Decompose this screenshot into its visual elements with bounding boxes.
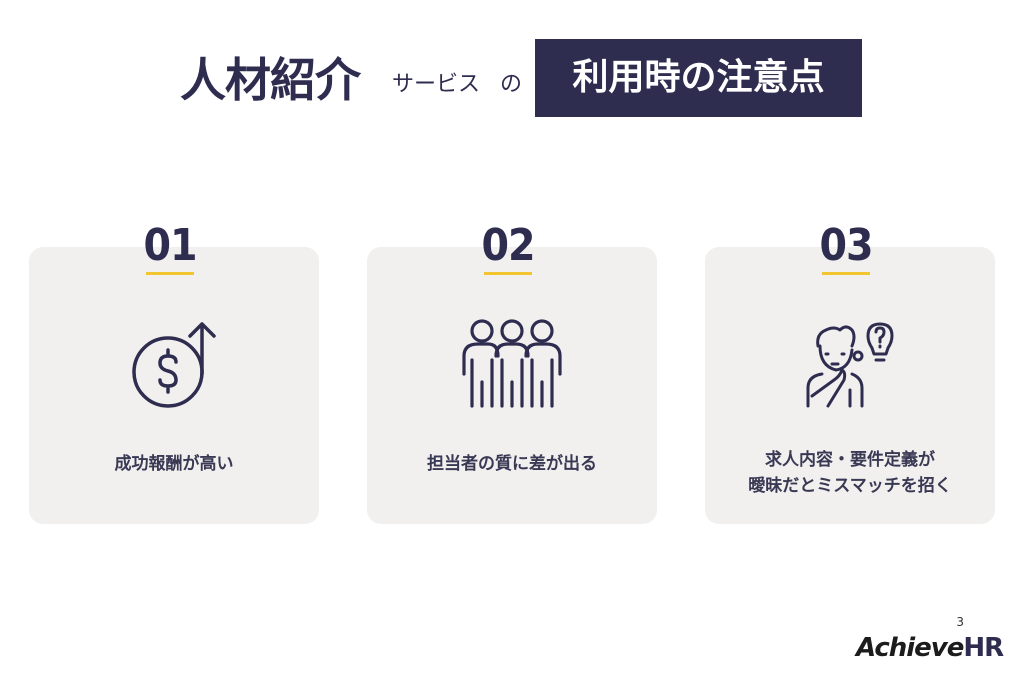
title-particle: の xyxy=(500,72,523,97)
card-2-underline xyxy=(484,272,532,275)
card-1-label: 成功報酬が高い xyxy=(29,451,319,477)
achievehr-logo: AchieveHR xyxy=(856,633,1004,663)
card-2-label: 担当者の質に差が出る xyxy=(367,451,657,477)
page-number: 3 xyxy=(956,615,964,629)
card-3-label-line-2: 曖昧だとミスマッチを招く xyxy=(748,476,952,496)
title-highlight-box: 利用時の注意点 xyxy=(535,39,862,117)
logo-main: Achieve xyxy=(856,633,964,663)
card-3-label-line-1: 求人内容・要件定義が xyxy=(765,450,935,470)
card-3 xyxy=(705,247,995,524)
logo-hr: HR xyxy=(963,633,1004,663)
card-2-number: 02 xyxy=(481,220,535,271)
page-title: 人材紹介 サービス の 利用時の注意点 xyxy=(0,38,1024,118)
people-group-icon xyxy=(462,319,562,408)
dollar-coin-up-arrow-icon xyxy=(132,322,216,408)
card-2-label-line-1: 担当者の質に差が出る xyxy=(427,454,597,474)
card-1-number: 01 xyxy=(143,220,197,271)
thinking-person-question-icon xyxy=(806,322,894,408)
title-highlight: 利用時の注意点 xyxy=(572,57,825,98)
card-1-underline xyxy=(146,272,194,275)
card-1-label-line-1: 成功報酬が高い xyxy=(114,454,234,474)
card-3-number: 03 xyxy=(819,220,873,271)
title-main: 人材紹介 xyxy=(180,53,361,107)
card-3-label: 求人内容・要件定義が 曖昧だとミスマッチを招く xyxy=(705,447,995,499)
card-3-underline xyxy=(822,272,870,275)
title-sub: サービス xyxy=(392,72,481,97)
